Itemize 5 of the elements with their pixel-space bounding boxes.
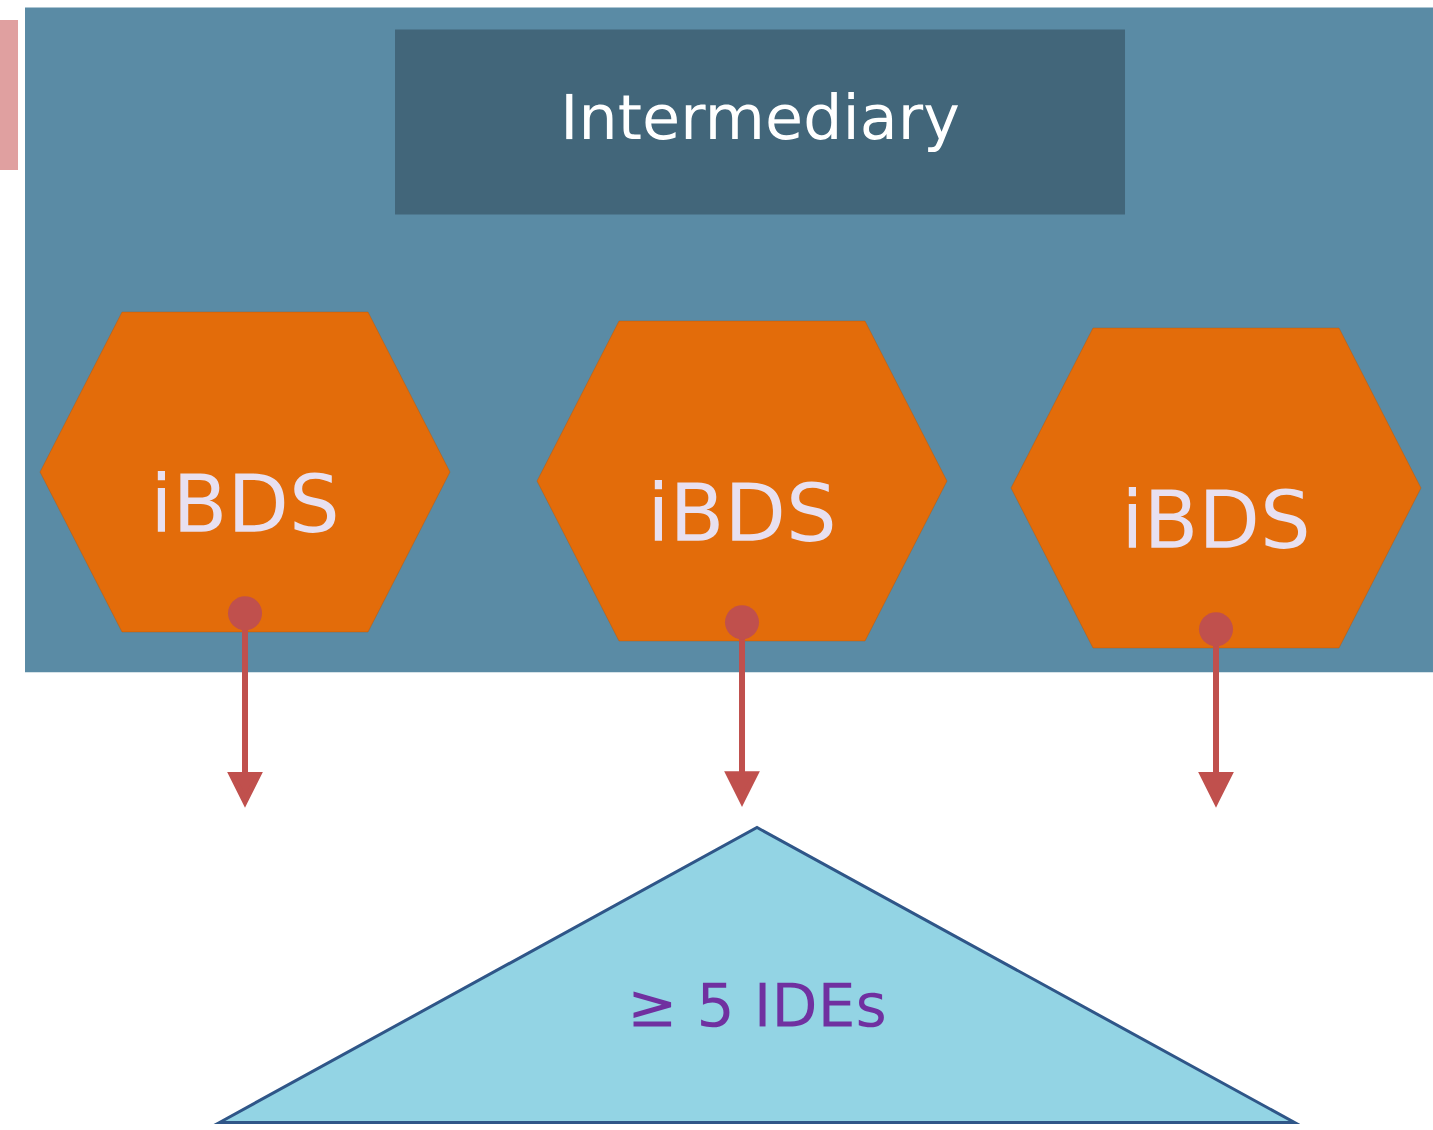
hexagon: iBDS <box>536 320 948 642</box>
process-box: Intermediary <box>395 29 1125 215</box>
hexagon: iBDS <box>1010 327 1422 649</box>
side-bar <box>0 20 18 170</box>
hexagon: iBDS <box>39 311 451 633</box>
